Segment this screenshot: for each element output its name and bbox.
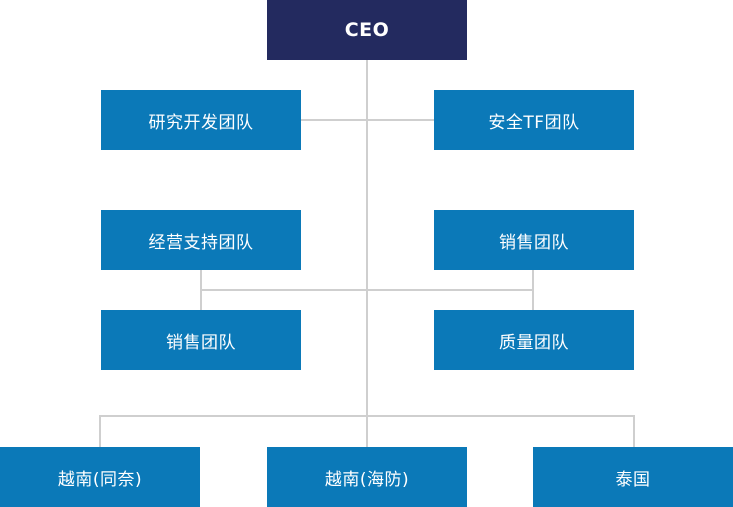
vietnam-haiphong-node: 越南(海防) <box>267 447 467 507</box>
connector-bottom-left-stem <box>99 415 101 448</box>
connector-ceo-trunk <box>366 59 368 448</box>
rd-team-label: 研究开发团队 <box>148 112 254 133</box>
ceo-label: CEO <box>344 19 390 41</box>
sales-team-left-node: 销售团队 <box>101 310 301 370</box>
vietnam-dongnai-node: 越南(同奈) <box>0 447 200 507</box>
connector-mid-branch <box>200 289 534 291</box>
connector-bottom-right-stem <box>633 415 635 448</box>
vietnam-dongnai-label: 越南(同奈) <box>57 469 143 490</box>
sales-team-right-node: 销售团队 <box>434 210 634 270</box>
connector-right-stem <box>532 269 534 310</box>
connector-left-stem <box>200 269 202 310</box>
quality-team-node: 质量团队 <box>434 310 634 370</box>
vietnam-haiphong-label: 越南(海防) <box>324 469 410 490</box>
quality-team-label: 质量团队 <box>499 332 569 353</box>
ops-support-team-node: 经营支持团队 <box>101 210 301 270</box>
security-tf-team-node: 安全TF团队 <box>434 90 634 150</box>
thailand-node: 泰国 <box>533 447 733 507</box>
ceo-node: CEO <box>267 0 467 60</box>
rd-team-node: 研究开发团队 <box>101 90 301 150</box>
ops-support-team-label: 经营支持团队 <box>148 232 254 253</box>
connector-bottom-branch <box>99 415 635 417</box>
connector-top-branch <box>300 119 434 121</box>
sales-team-left-label: 销售团队 <box>166 332 236 353</box>
security-tf-team-label: 安全TF团队 <box>488 112 580 133</box>
sales-team-right-label: 销售团队 <box>499 232 569 253</box>
thailand-label: 泰国 <box>615 469 651 490</box>
